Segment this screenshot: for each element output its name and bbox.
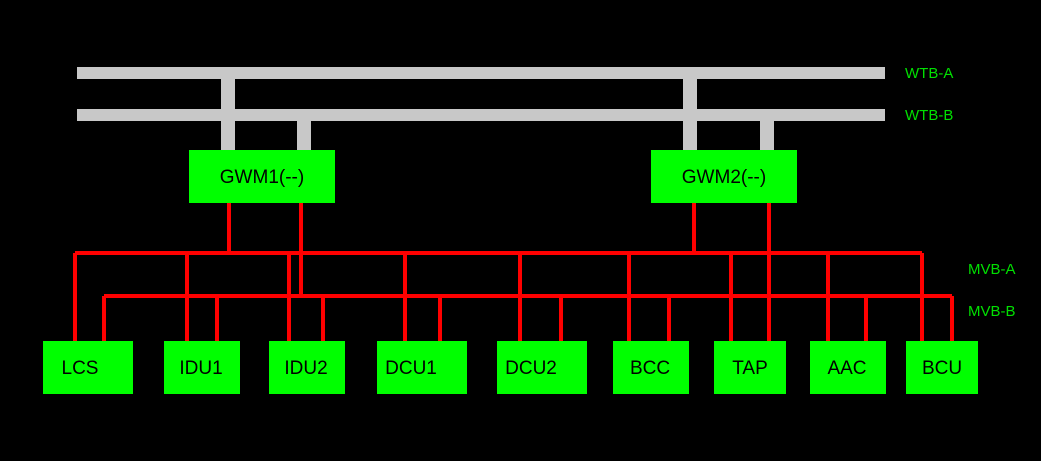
bcc-box <box>613 341 689 394</box>
gwm1-node[interactable]: GWM1(--) <box>189 150 335 203</box>
gwm2-wtb-b-drop <box>760 109 774 152</box>
dcu2-label: DCU2 <box>505 358 557 379</box>
mvb-bus-group <box>73 203 954 342</box>
bcc-node[interactable]: BCC <box>613 341 689 394</box>
idu2-label: IDU2 <box>284 358 327 379</box>
bcc-label: BCC <box>630 358 670 379</box>
tap-box <box>714 341 786 394</box>
lcs-node[interactable]: LCS <box>43 341 133 394</box>
gwm1-box <box>189 150 335 203</box>
wtb-b-label: WTB-B <box>905 107 953 124</box>
gwm2-node[interactable]: GWM2(--) <box>651 150 797 203</box>
dcu1-label: DCU1 <box>385 358 437 379</box>
gwm2-label: GWM2(--) <box>682 167 766 188</box>
wtb-a-bus-line <box>77 67 885 79</box>
dcu1-box <box>377 341 467 394</box>
gwm1-label: GWM1(--) <box>220 167 304 188</box>
idu2-box <box>269 341 345 394</box>
lcs-label: LCS <box>62 358 99 379</box>
idu1-node[interactable]: IDU1 <box>164 341 240 394</box>
dcu1-node[interactable]: DCU1 <box>377 341 467 394</box>
gwm1-wtb-b-drop <box>297 109 311 152</box>
idu1-label: IDU1 <box>179 358 222 379</box>
bcu-label: BCU <box>922 358 962 379</box>
aac-box <box>810 341 886 394</box>
dcu2-node[interactable]: DCU2 <box>497 341 587 394</box>
aac-node[interactable]: AAC <box>810 341 886 394</box>
idu1-box <box>164 341 240 394</box>
bcu-box <box>906 341 978 394</box>
wtb-a-label: WTB-A <box>905 65 953 82</box>
dcu2-box <box>497 341 587 394</box>
gwm2-box <box>651 150 797 203</box>
tap-label: TAP <box>732 358 768 379</box>
mvb-b-label: MVB-B <box>968 303 1016 320</box>
bcu-node[interactable]: BCU <box>906 341 978 394</box>
gwm2-wtb-a-drop <box>683 67 697 152</box>
tap-node[interactable]: TAP <box>714 341 786 394</box>
idu2-node[interactable]: IDU2 <box>269 341 345 394</box>
wtb-bus-group <box>77 67 885 152</box>
aac-label: AAC <box>827 358 866 379</box>
gwm1-wtb-a-drop <box>221 67 235 152</box>
mvb-a-label: MVB-A <box>968 261 1016 278</box>
lcs-box <box>43 341 133 394</box>
